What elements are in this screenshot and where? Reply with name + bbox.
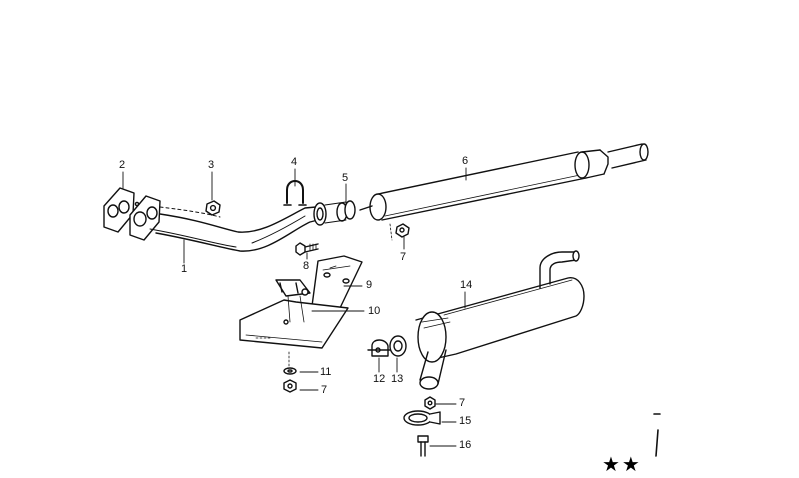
rubber-mount-part-13 [389, 335, 407, 357]
callout-5: 5 [342, 172, 349, 184]
callout-15: 15 [459, 415, 472, 427]
nut-part-7-bottom [424, 396, 436, 410]
callout-2: 2 [119, 159, 126, 171]
cropped-edge-fragment [653, 413, 661, 457]
callout-7-upper: 7 [400, 251, 407, 263]
leader-lines [122, 167, 467, 447]
footer-stars-mark: ★★ [602, 452, 642, 476]
callout-9: 9 [366, 279, 373, 291]
heat-shield-part-9 [311, 255, 363, 309]
bolt-part-8 [295, 242, 319, 256]
callout-1: 1 [181, 263, 188, 275]
washer-part-11 [283, 351, 297, 375]
hose-clamp-part-15 [403, 410, 441, 426]
bracket-part-10 [239, 279, 349, 349]
front-pipe [149, 206, 319, 252]
callout-8: 8 [303, 260, 310, 272]
nut-part-3 [205, 200, 221, 216]
clamp-part-12 [367, 339, 393, 357]
callout-7-bottom: 7 [459, 397, 466, 409]
rear-muffler-part-14 [415, 250, 585, 390]
callout-16: 16 [459, 439, 472, 451]
nut-part-7-upper [389, 223, 410, 241]
callout-13: 13 [391, 373, 404, 385]
callout-11: 11 [320, 366, 332, 378]
connector-ring-part-5 [313, 200, 356, 226]
callout-12: 12 [373, 373, 386, 385]
callout-4: 4 [291, 156, 298, 168]
center-pipe-part-6 [359, 143, 649, 221]
callout-6: 6 [462, 155, 469, 167]
flange-gaskets [103, 187, 161, 241]
bolt-part-16 [417, 435, 429, 457]
callout-3: 3 [208, 159, 215, 171]
callout-10: 10 [368, 305, 381, 317]
nut-part-7-lower [283, 379, 297, 393]
callout-7-lower: 7 [321, 384, 328, 396]
callout-14: 14 [460, 279, 473, 291]
